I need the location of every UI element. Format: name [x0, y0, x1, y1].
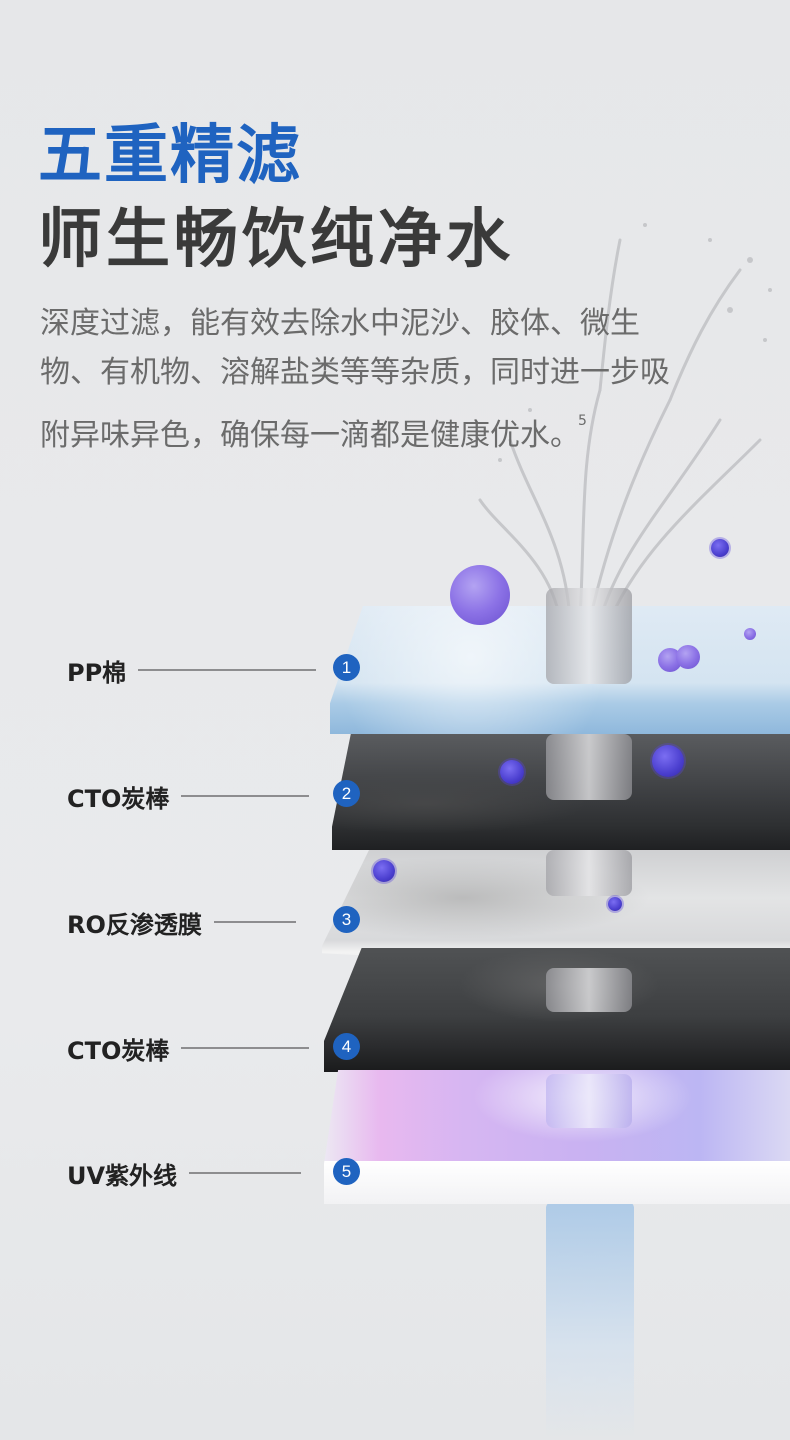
virus-icon: [608, 897, 622, 911]
filter-label-2: CTO炭棒: [67, 776, 310, 816]
virus-icon: [744, 628, 756, 640]
step-badge-2: 2: [333, 780, 360, 807]
step-badge-5: 5: [333, 1158, 360, 1185]
description-text: 深度过滤，能有效去除水中泥沙、胶体、微生物、有机物、溶解盐类等等杂质，同时进一步…: [40, 306, 670, 453]
filter-name: CTO炭棒: [67, 784, 170, 813]
filter-name: RO反渗透膜: [67, 910, 202, 939]
filter-name: UV紫外线: [67, 1161, 178, 1190]
water-column-icon: [546, 968, 632, 1012]
leader-line: [181, 1047, 310, 1049]
filter-name: PP棉: [67, 658, 127, 687]
leader-line: [189, 1172, 302, 1174]
water-stream-icon: [546, 1202, 634, 1440]
virus-icon: [676, 645, 700, 669]
filter-label-5: UV紫外线: [67, 1153, 302, 1193]
leader-line: [138, 669, 317, 671]
headline-main: 师生畅饮纯净水: [38, 203, 514, 277]
leader-line: [181, 795, 310, 797]
step-badge-4: 4: [333, 1033, 360, 1060]
step-badge-3: 3: [333, 906, 360, 933]
filter-label-1: PP棉: [67, 650, 317, 690]
water-column-icon: [546, 734, 632, 800]
virus-icon: [711, 539, 729, 557]
headline-accent: 五重精滤: [38, 119, 302, 193]
virus-icon: [500, 760, 524, 784]
leader-line: [213, 921, 296, 923]
water-column-icon: [546, 588, 632, 684]
virus-icon: [652, 745, 684, 777]
filter-label-4: CTO炭棒: [67, 1028, 310, 1068]
filter-label-3: RO反渗透膜: [67, 902, 296, 942]
step-badge-1: 1: [333, 654, 360, 681]
description: 深度过滤，能有效去除水中泥沙、胶体、微生物、有机物、溶解盐类等等杂质，同时进一步…: [40, 300, 680, 461]
virus-icon: [373, 860, 395, 882]
filter-name: CTO炭棒: [67, 1036, 170, 1065]
water-column-icon: [546, 1074, 632, 1128]
water-column-icon: [546, 850, 632, 896]
virus-icon: [450, 565, 510, 625]
footnote-marker: 5: [578, 413, 587, 429]
